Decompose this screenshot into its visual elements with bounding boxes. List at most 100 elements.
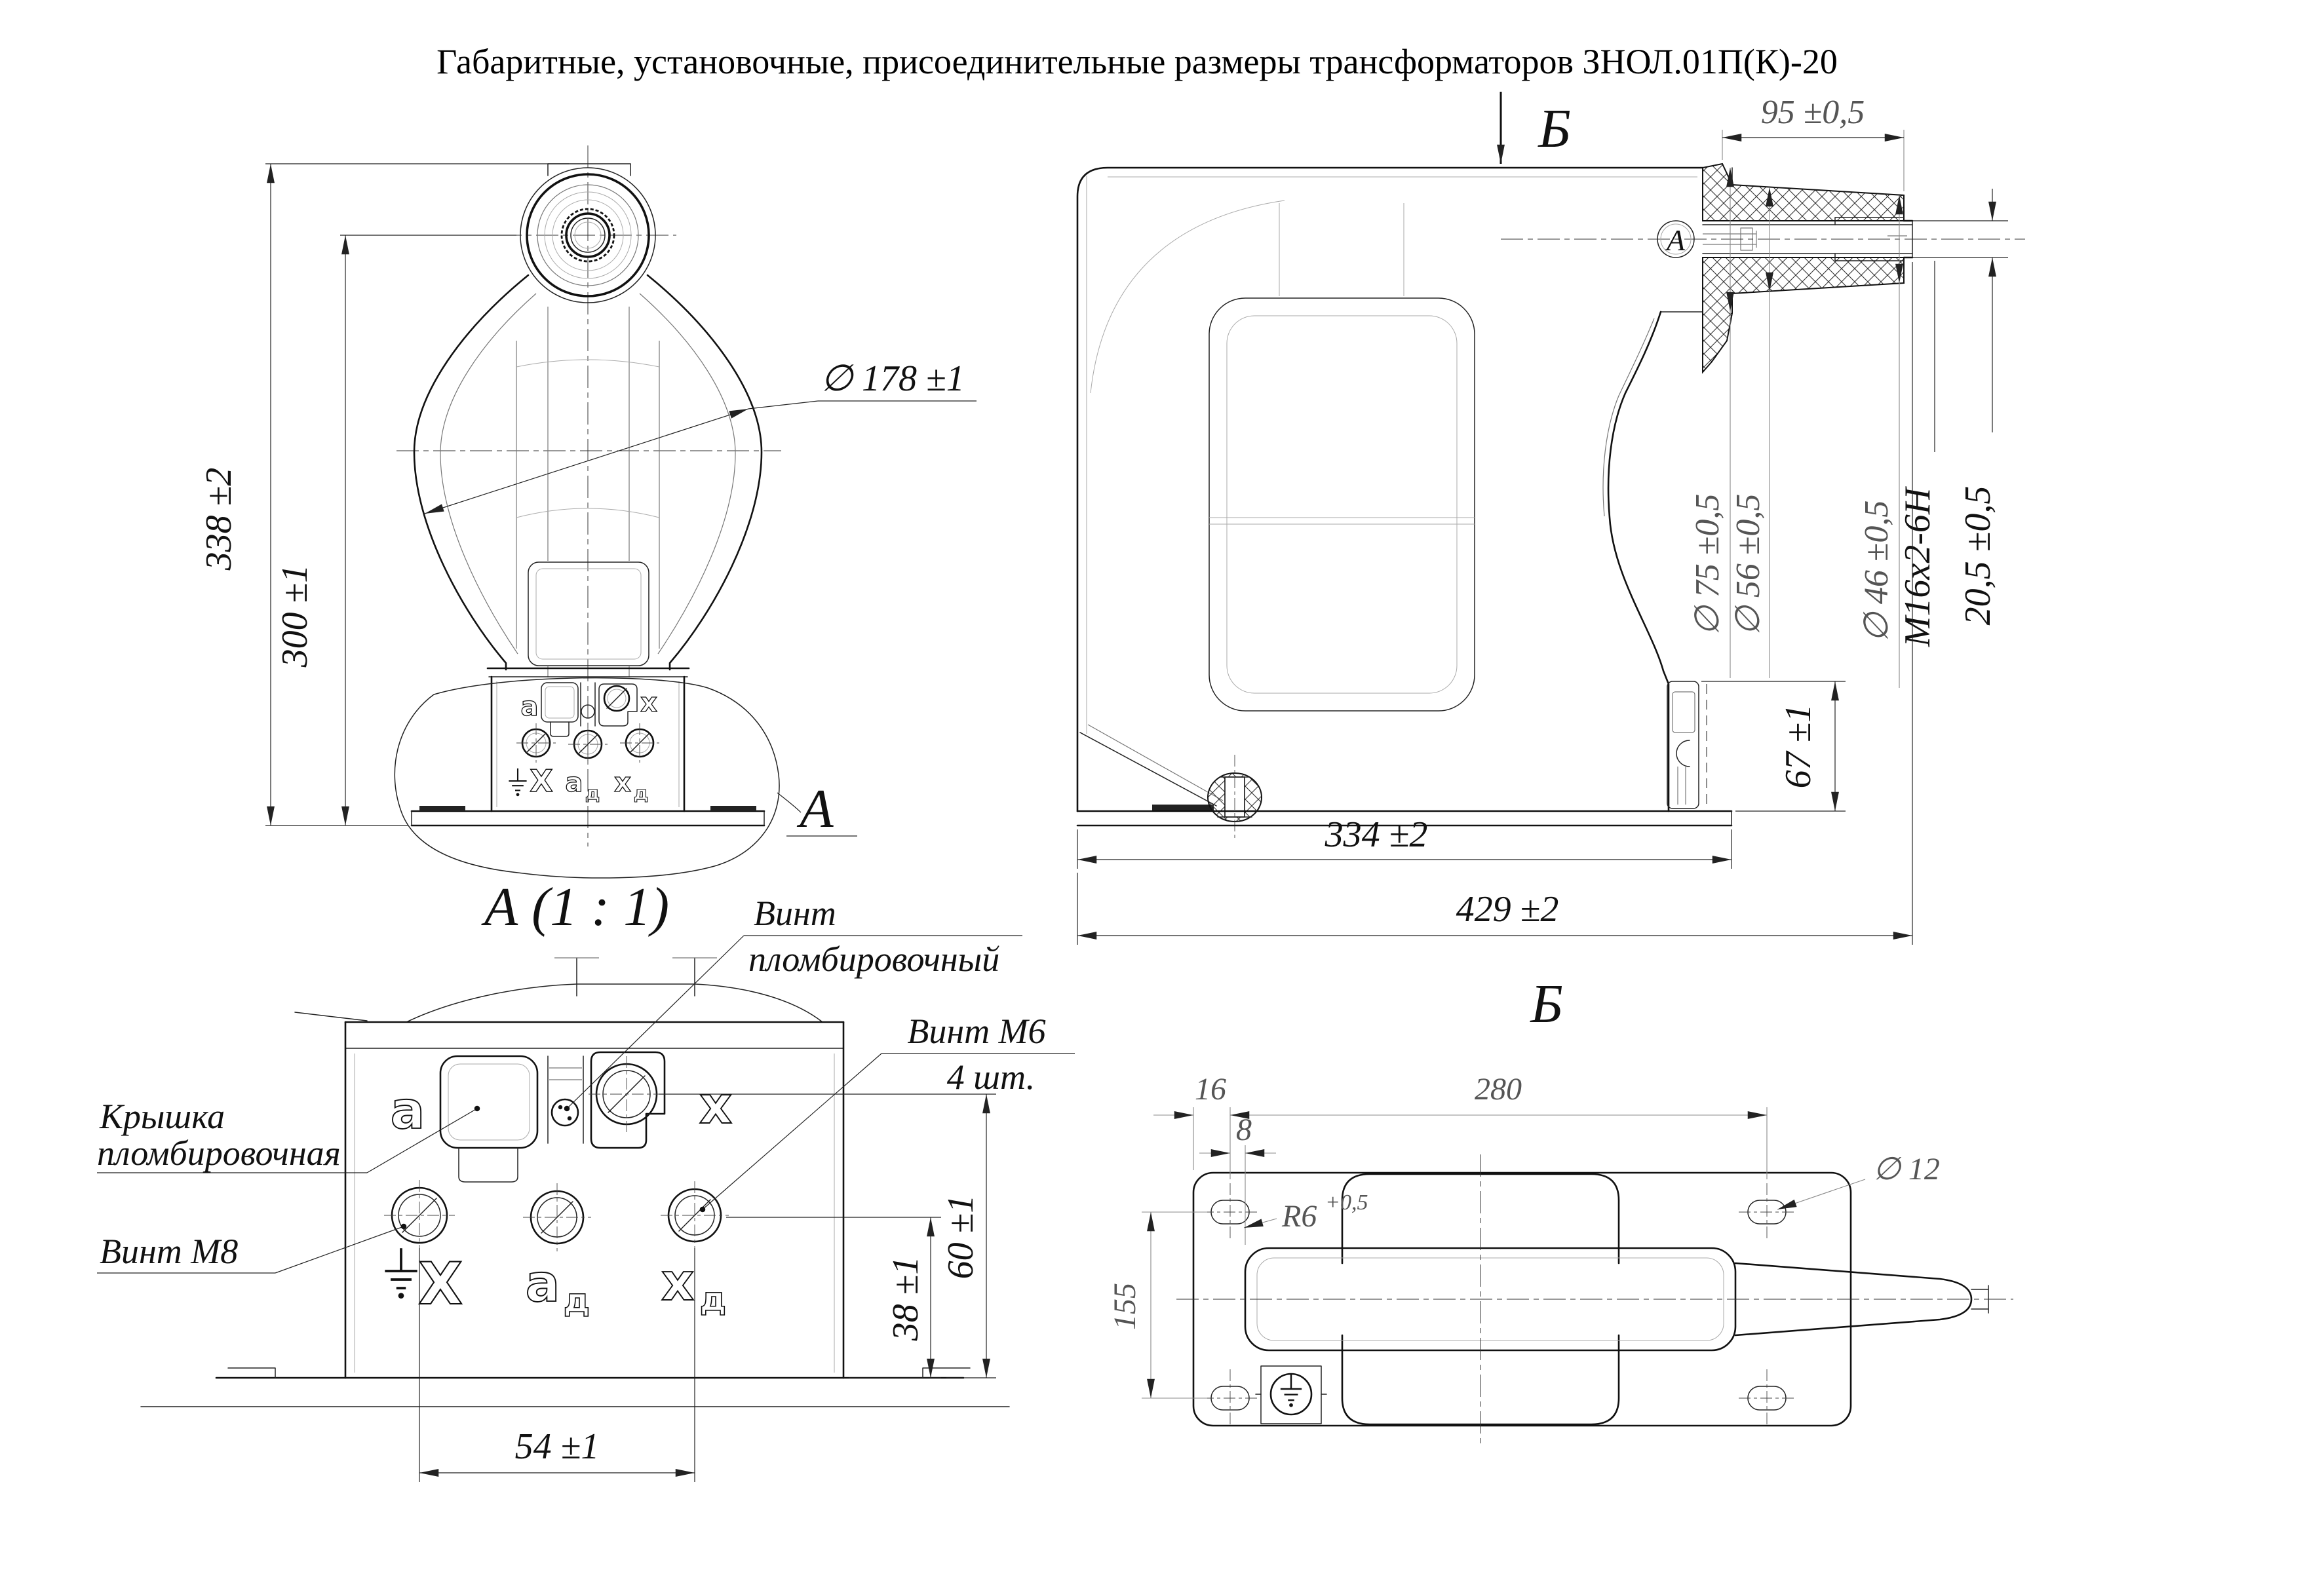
sealing-screw-small (581, 704, 595, 719)
detail-label-ad: а (526, 1255, 560, 1314)
sealing-cover (439, 1055, 539, 1183)
dim-429: 429 ±2 (1077, 262, 1913, 945)
bushing-hatch-lower (1702, 257, 1905, 374)
callout-m8-text: Винт М8 (100, 1232, 238, 1271)
front-base-plate (410, 806, 765, 827)
dim-95: 95 ±0,5 (1722, 94, 1905, 191)
detail-label-a: а (391, 1082, 425, 1141)
callout-cover: Крышка пломбировочная (97, 1097, 480, 1173)
dim-16-280: 16 280 (1153, 1072, 1768, 1179)
base-pad-right (710, 806, 756, 811)
dim-155-text: 155 (1108, 1283, 1142, 1330)
dim-178-text: ∅ 178 ±1 (821, 358, 965, 399)
side-base-pad (1152, 805, 1214, 811)
dim-38-text: 38 ±1 (885, 1257, 926, 1342)
dim-d12: ∅ 12 (1777, 1152, 1940, 1210)
dim-334-text: 334 ±2 (1325, 814, 1428, 855)
dim-60: 60 ±1 (659, 1093, 996, 1378)
terminal-label-xd: х (614, 768, 631, 798)
terminal-box: а х Х а д х д (486, 667, 690, 812)
dim-r6: R6 +0,5 (1243, 1190, 1368, 1234)
detail-box (294, 957, 845, 1379)
dim-d75-text: ∅ 75 ±0,5 (1689, 494, 1726, 636)
dim-20-5-text: 20,5 ±0,5 (1958, 486, 1998, 626)
dim-280-text: 280 (1475, 1072, 1522, 1107)
dim-8-text: 8 (1236, 1112, 1252, 1147)
hv-bushing-section (1702, 162, 1914, 374)
detail-a-boundary: А (394, 677, 857, 879)
base-pad-left (419, 806, 465, 811)
detail-label-x: х (699, 1076, 732, 1135)
dim-d56-text: ∅ 56 ±0,5 (1730, 494, 1767, 636)
callout-m6-screw: Винт М6 4 шт. (699, 1012, 1075, 1213)
dim-d75: ∅ 75 ±0,5 (1689, 167, 1734, 678)
terminal-label-x: х (640, 688, 657, 718)
dim-8: 8 (1199, 1112, 1276, 1245)
callout-m6-line1: Винт М6 (907, 1012, 1045, 1051)
top-bushing-head (520, 163, 656, 303)
dim-67: 67 ±1 (1701, 681, 1846, 812)
datum-a-text: А (1665, 223, 1686, 257)
side-view: А Б 95 ±0,5 ∅ 75 ±0,5 ∅ 56 ±0,5 ∅ 46 ±0,… (1076, 92, 2025, 945)
dim-178: ∅ 178 ±1 (424, 358, 977, 514)
dim-155: 155 (1108, 1211, 1207, 1399)
page-title: Габаритные, установочные, присоединитель… (436, 42, 1838, 81)
dim-54: 54 ±1 (419, 1248, 695, 1482)
terminal-label-gnd-x: Х (530, 763, 552, 799)
front-view: а х Х а д х д А 338 ±2 300 ±1 (199, 145, 977, 879)
dim-300-text: 300 ±1 (275, 565, 315, 668)
view-b-arrow-label: Б (1538, 98, 1571, 159)
side-right-bracket (1667, 681, 1707, 810)
dim-16-text: 16 (1195, 1072, 1226, 1107)
callout-m8-screw: Винт М8 (97, 1223, 407, 1274)
terminal-label-a: а (521, 692, 539, 722)
bottom-ground-symbol-icon (1279, 1373, 1303, 1408)
dim-d12-text: ∅ 12 (1873, 1152, 1940, 1187)
detail-a-view: А (1 : 1) а (97, 877, 1075, 1482)
x-terminal-boss (598, 683, 638, 727)
detail-label-ad-sub: д (564, 1282, 590, 1320)
callout-cover-line1: Крышка (99, 1097, 225, 1136)
sealing-screw (547, 1055, 584, 1144)
dim-d46-text: ∅ 46 ±0,5 (1858, 501, 1895, 643)
terminal-label-xd-sub: д (634, 782, 649, 804)
callout-m6-line2: 4 шт. (947, 1057, 1035, 1097)
dim-54-text: 54 ±1 (515, 1426, 600, 1467)
dim-38: 38 ±1 (726, 1217, 941, 1378)
dim-67-text: 67 ±1 (1778, 704, 1819, 789)
detail-secondary-screws (384, 1180, 729, 1251)
dim-r6-sup-text: +0,5 (1325, 1190, 1368, 1215)
dim-d56: ∅ 56 ±0,5 (1730, 187, 1773, 678)
dim-334: 334 ±2 (1077, 814, 1732, 869)
x-terminal-screw (603, 685, 630, 712)
detail-label-xd-sub: д (700, 1280, 726, 1318)
detail-label-xd: х (661, 1253, 694, 1312)
callout-seal-screw-line1: Винт (754, 894, 836, 933)
detail-a-title: А (1 : 1) (481, 877, 669, 938)
mounting-slots (1202, 1183, 1795, 1427)
dim-r6-text: R6 (1281, 1199, 1317, 1234)
dim-60-text: 60 ±1 (940, 1195, 981, 1280)
view-b-title: Б (1530, 974, 1563, 1035)
callout-seal-screw: Винт пломбировочный (564, 894, 1022, 1112)
view-b: Б 16 (1108, 974, 2013, 1444)
callout-seal-screw-line2: пломбировочный (748, 940, 999, 979)
dim-338-text: 338 ±2 (199, 468, 239, 571)
dim-20-5: 20,5 ±0,5 (1912, 189, 2008, 625)
dim-thread-text: M16x2-6H (1897, 486, 1938, 647)
detail-base (140, 1367, 1010, 1407)
terminal-label-ad-sub: д (585, 782, 600, 804)
terminal-label-ad: а (566, 768, 583, 798)
bushing-hatch-upper (1702, 162, 1905, 221)
dim-300: 300 ±1 (275, 235, 516, 826)
ground-symbol-icon (508, 767, 528, 797)
primary-x-screw (589, 1051, 666, 1149)
detail-label-gnd-x: Х (418, 1250, 463, 1318)
secondary-terminal-screws (516, 723, 659, 764)
bottom-ground-box (1255, 1365, 1327, 1424)
view-b-arrow: Б (1497, 92, 1571, 164)
sealing-cover-small (541, 682, 579, 723)
side-base-plate (1076, 810, 1733, 827)
side-body (1076, 166, 1704, 812)
